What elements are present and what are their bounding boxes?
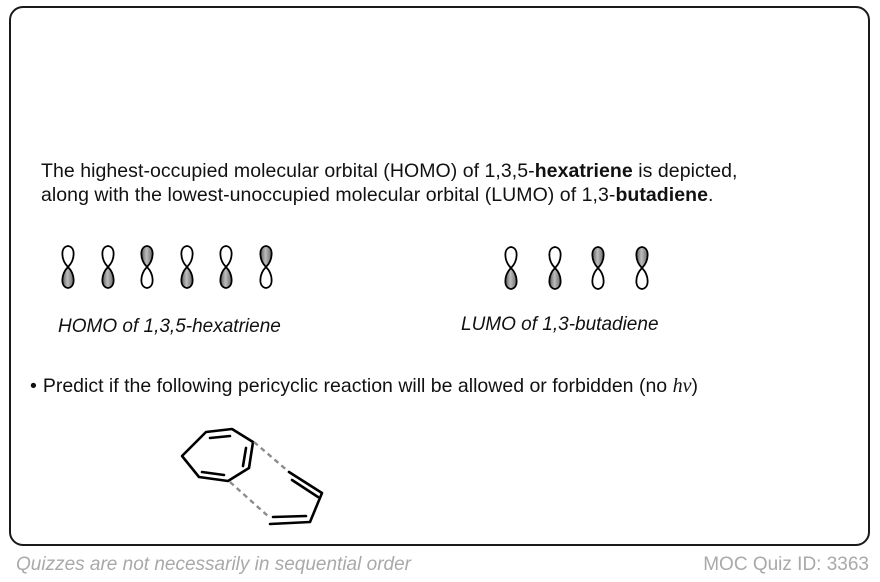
question-text: •Predict if the following pericyclic rea…	[30, 375, 698, 397]
orbital-bottom-lobe	[61, 265, 75, 289]
lumo-caption: LUMO of 1,3-butadiene	[461, 314, 659, 335]
orbital-top-lobe	[100, 245, 115, 269]
p-orbital	[97, 244, 119, 290]
p-orbital	[57, 244, 79, 290]
p-orbital-icon	[100, 245, 115, 289]
orbital-top-lobe	[219, 245, 233, 269]
orbital-bottom-lobe	[591, 266, 605, 290]
footer-note: Quizzes are not necessarily in sequentia…	[16, 554, 411, 575]
p-orbital	[544, 245, 566, 291]
orbital-bottom-lobe	[258, 265, 273, 289]
p-orbital-icon	[591, 246, 605, 290]
orbital-top-lobe	[504, 246, 518, 270]
butadiene-structure	[268, 470, 324, 526]
p-orbital-icon	[219, 245, 233, 289]
bullet: •	[30, 375, 37, 397]
hexatriene-bold: hexatriene	[534, 160, 633, 182]
orbital-top-lobe	[258, 245, 273, 269]
orbital-top-lobe	[140, 245, 154, 269]
p-orbital-icon	[634, 246, 649, 290]
orbital-bottom-lobe	[100, 265, 115, 289]
p-orbital	[176, 244, 198, 290]
intro-line-2: along with the lowest-unoccupied molecul…	[41, 184, 714, 206]
orbital-top-lobe	[634, 246, 649, 270]
orbital-bottom-lobe	[634, 266, 649, 290]
p-orbital-icon	[258, 245, 273, 289]
intro-line-1: The highest-occupied molecular orbital (…	[41, 160, 738, 182]
seven-membered-ring	[180, 427, 255, 483]
reaction-scheme	[170, 420, 340, 540]
p-orbital	[587, 245, 609, 291]
orbital-top-lobe	[547, 246, 562, 270]
p-orbital	[136, 244, 158, 290]
p-orbital-icon	[140, 245, 154, 289]
orbital-bottom-lobe	[179, 265, 194, 289]
p-orbital	[255, 244, 277, 290]
intro-text: The highest-occupied molecular orbital (…	[41, 159, 738, 207]
p-orbital	[215, 244, 237, 290]
p-orbital-icon	[504, 246, 518, 290]
orbital-bottom-lobe	[219, 265, 233, 289]
orbital-bottom-lobe	[140, 265, 154, 289]
p-orbital-icon	[61, 245, 75, 289]
hv-symbol: hν	[672, 375, 692, 397]
p-orbital-icon	[179, 245, 194, 289]
orbital-top-lobe	[179, 245, 194, 269]
quiz-id: MOC Quiz ID: 3363	[703, 554, 869, 575]
orbital-bottom-lobe	[547, 266, 562, 290]
forming-bonds	[229, 441, 290, 518]
orbital-bottom-lobe	[504, 266, 518, 290]
p-orbital	[500, 245, 522, 291]
p-orbital-icon	[547, 246, 562, 290]
homo-caption: HOMO of 1,3,5-hexatriene	[58, 316, 281, 337]
butadiene-bold: butadiene	[615, 184, 708, 206]
cycloaddition-diagram	[180, 427, 324, 526]
orbital-top-lobe	[591, 246, 605, 270]
p-orbital	[631, 245, 653, 291]
orbital-top-lobe	[61, 245, 75, 269]
